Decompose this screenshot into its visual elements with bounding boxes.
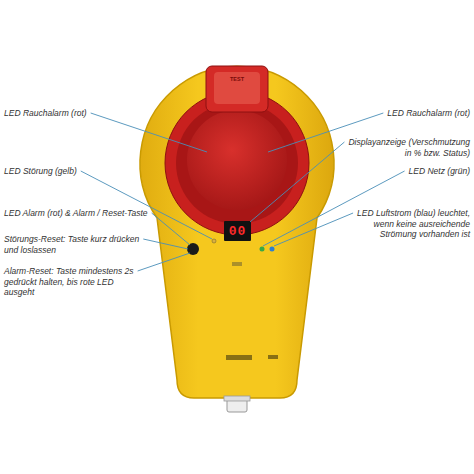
maker-logo (226, 355, 252, 360)
test-cap-inner (214, 72, 260, 104)
leader-line (91, 113, 207, 152)
callout-text: LED Netz (grün) (310, 166, 470, 177)
leader-line (274, 213, 353, 246)
led-luftstrom (270, 247, 275, 252)
display (224, 221, 251, 241)
callout-text: Displayanzeige (Verschmutzung in % bzw. … (342, 137, 470, 158)
callout-text: LED Alarm (rot) & Alarm / Reset-Taste (4, 208, 176, 219)
detector-inner (176, 102, 298, 224)
callout-text: Störungs-Reset: Taste kurz drücken und l… (4, 234, 142, 255)
leader-line (138, 253, 190, 271)
housing (140, 66, 334, 398)
callout-text: LED Rauchalarm (rot) (310, 108, 470, 119)
button-label: TEST (230, 77, 244, 83)
callout-text: LED Störung (gelb) (4, 166, 164, 177)
leader-line (143, 239, 188, 249)
callout-text: LED Luftstrom (blau) leuchtet, wenn kein… (346, 208, 470, 240)
detector-ring (165, 91, 309, 235)
test-cap (206, 66, 268, 112)
led-netz (260, 247, 265, 252)
display-digits: 00 (229, 225, 247, 238)
detector-chamber (187, 110, 287, 210)
leader-line (81, 171, 212, 239)
callout-text: Alarm-Reset: Taste mindestens 2s gedrück… (4, 266, 140, 298)
type-mark (268, 355, 278, 359)
icon-mark (232, 262, 242, 266)
cable-gland-nut (224, 396, 250, 401)
leader-line (152, 213, 190, 245)
callout-text: LED Rauchalarm (rot) (4, 108, 164, 119)
led-stoerung (212, 239, 216, 243)
